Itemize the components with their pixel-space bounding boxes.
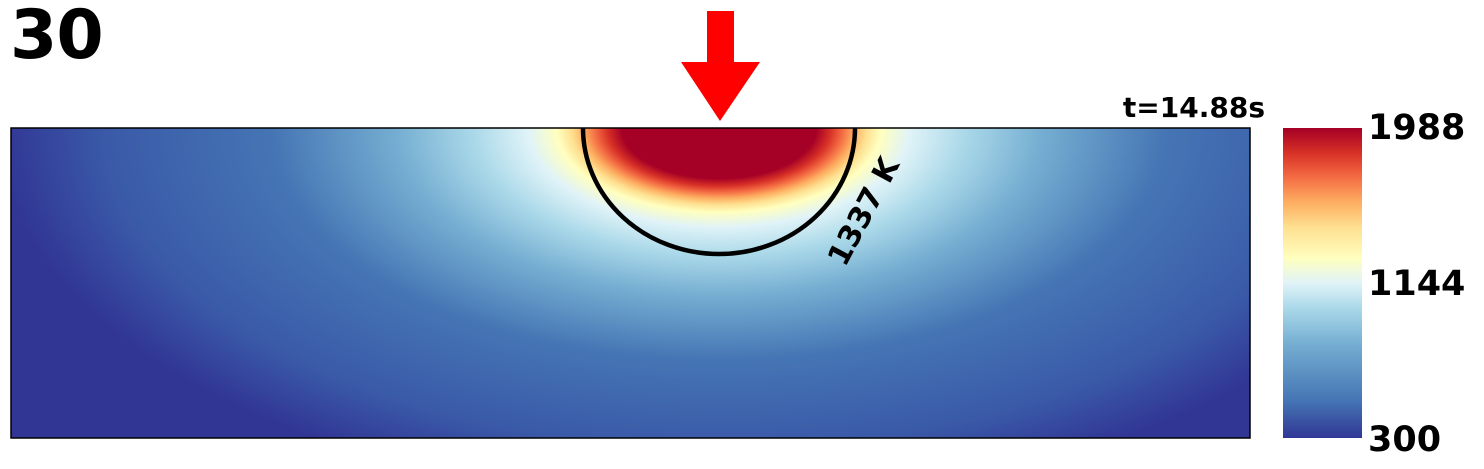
colorbar-min-label: 300 — [1368, 420, 1442, 460]
arrow-down-icon — [681, 11, 760, 121]
colorbar — [1283, 128, 1362, 438]
frame-number: 30 — [10, 0, 104, 75]
colorbar-mid-label: 1144 — [1368, 264, 1466, 304]
time-label: t=14.88s — [1122, 91, 1265, 124]
colorbar-max-label: 1988 — [1368, 108, 1466, 148]
melt-pool-contour — [580, 127, 858, 257]
plot-frame — [10, 127, 1251, 439]
temperature-field — [11, 128, 1250, 438]
